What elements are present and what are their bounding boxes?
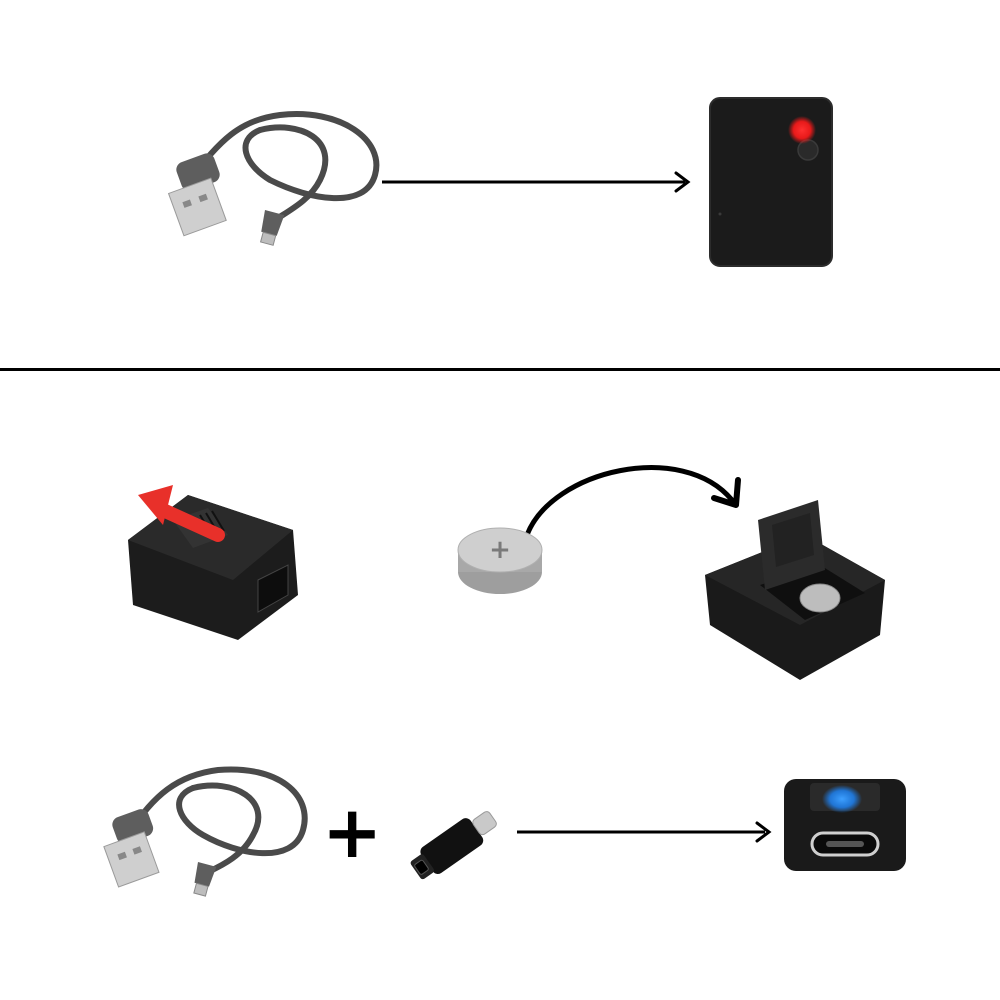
plus-symbol: + (322, 790, 383, 874)
coin-battery-image: + (457, 465, 741, 594)
usb-cable-image-2 (103, 766, 308, 897)
direction-arrow-icon (138, 485, 225, 542)
arrow-right-icon (382, 171, 691, 193)
slide-open-device-image (128, 485, 298, 640)
usb-c-adapter-image (410, 811, 497, 880)
arrow-right-icon-2 (517, 821, 772, 843)
device-blue-led-image (784, 779, 906, 871)
section-divider (0, 368, 1000, 371)
device-red-led-image (709, 97, 833, 267)
open-compartment-image (705, 500, 885, 680)
svg-text:+: + (489, 535, 511, 565)
usb-cable-image (167, 111, 380, 246)
